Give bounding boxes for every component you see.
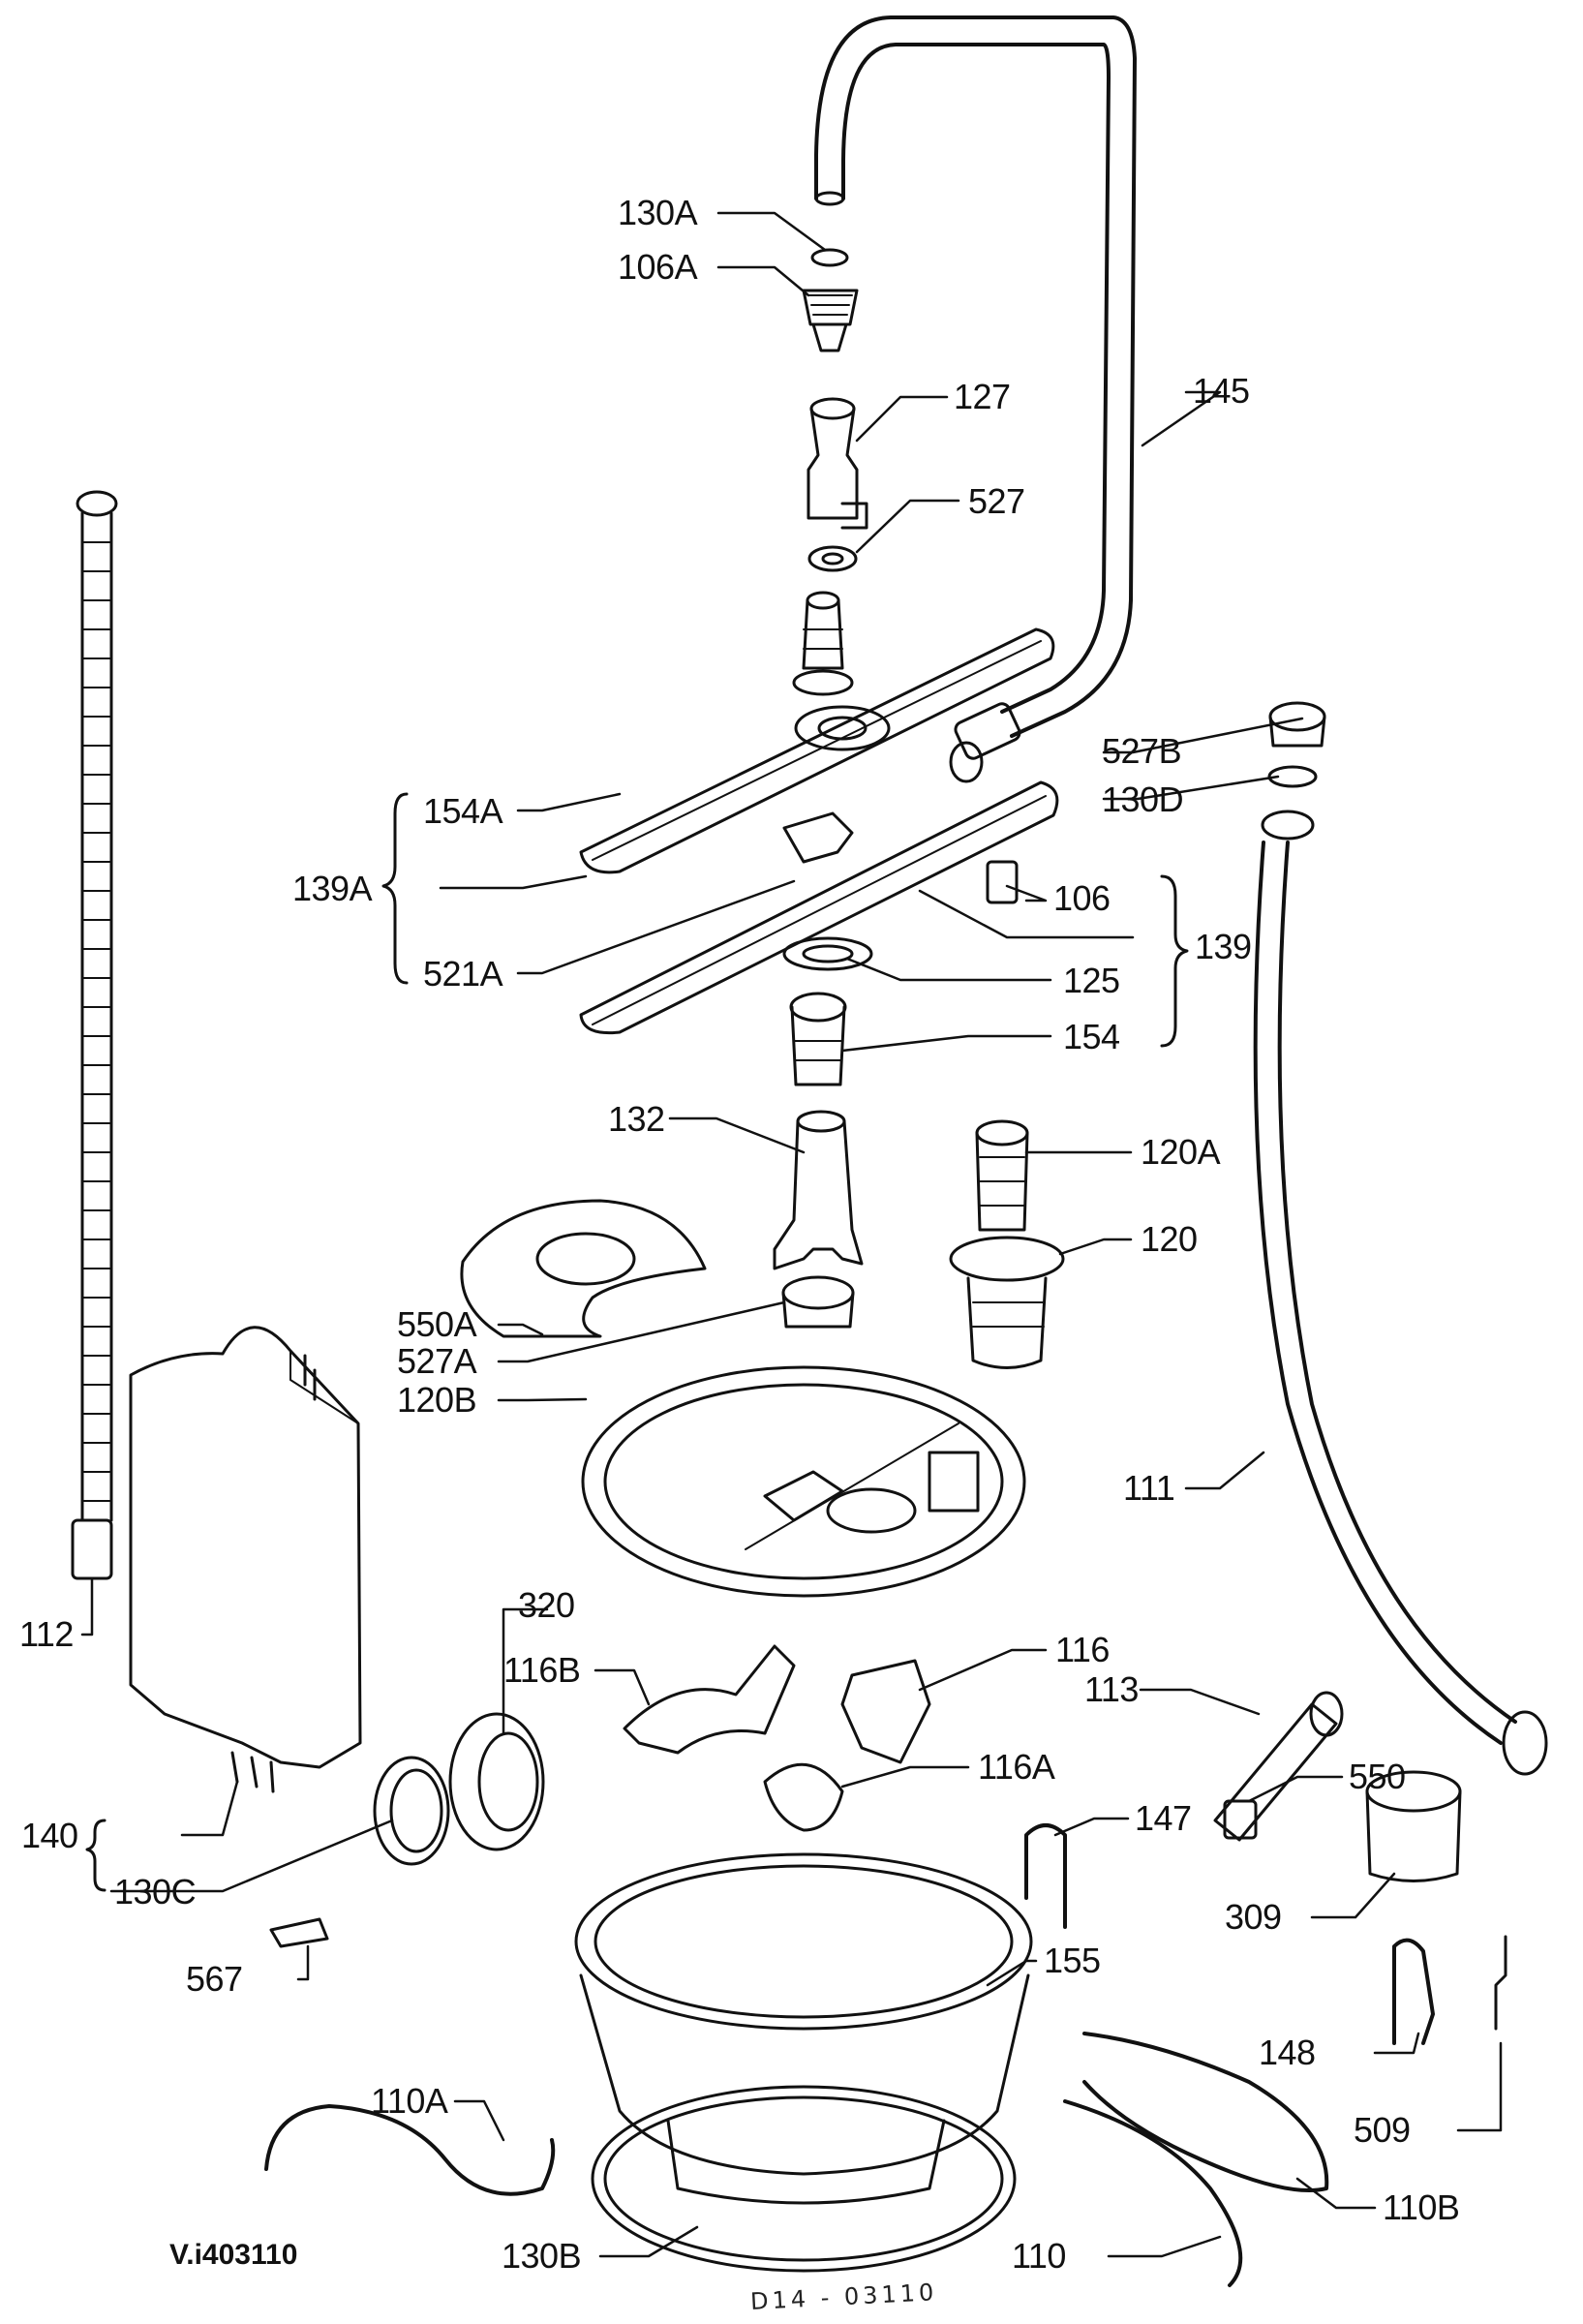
pump-cover-320 — [448, 1712, 545, 1851]
label-110b: 110B — [1383, 2187, 1460, 2227]
label-154a: 154A — [423, 791, 503, 831]
hub-154 — [789, 992, 847, 1086]
spray-arm-upper — [579, 627, 1055, 874]
bracket-140 — [85, 1819, 107, 1892]
pin-509 — [1494, 1935, 1507, 2031]
cable-110 — [1063, 2099, 1243, 2287]
label-130c: 130C — [114, 1872, 197, 1911]
bracket-139a — [381, 792, 409, 985]
clip-125 — [782, 936, 873, 971]
label-116b: 116B — [503, 1650, 581, 1690]
filter-113 — [1213, 1691, 1344, 1842]
label-120: 120 — [1141, 1219, 1198, 1259]
label-127: 127 — [954, 377, 1011, 416]
coupling-127 — [807, 397, 868, 530]
clip-147 — [1024, 1823, 1067, 1929]
sump-155 — [574, 1852, 1033, 2205]
ring-527a — [781, 1275, 855, 1329]
elbow-116 — [840, 1659, 931, 1764]
cable-110b — [1082, 2032, 1329, 2192]
label-112: 112 — [19, 1614, 74, 1654]
label-139a: 139A — [292, 869, 373, 908]
label-154: 154 — [1063, 1017, 1120, 1056]
label-521a: 521A — [423, 954, 503, 994]
label-111: 111 — [1123, 1468, 1175, 1508]
diagram-reference: V.i403110 — [169, 2239, 298, 2271]
label-116: 116 — [1055, 1630, 1110, 1669]
label-139: 139 — [1195, 927, 1252, 966]
nozzle-106a — [802, 289, 859, 352]
cable-110a — [264, 2104, 556, 2196]
filter-120a — [975, 1119, 1029, 1232]
label-527a: 527A — [397, 1341, 477, 1381]
label-130d: 130D — [1102, 780, 1184, 819]
label-509: 509 — [1354, 2110, 1411, 2150]
filter-120 — [949, 1236, 1065, 1369]
label-113: 113 — [1084, 1669, 1139, 1709]
strainer-plate-120b — [581, 1365, 1026, 1598]
filter-plate-550a — [460, 1199, 707, 1338]
hub-154a — [792, 591, 854, 696]
clip-148 — [1392, 1938, 1435, 2045]
softener-140 — [129, 1326, 362, 1793]
gasket-130b — [591, 2085, 1017, 2273]
leader-lines — [80, 211, 1503, 2258]
label-550: 550 — [1349, 1757, 1406, 1796]
label-527: 527 — [968, 481, 1025, 521]
spray-arm-lower — [579, 780, 1059, 1035]
label-116a: 116A — [978, 1747, 1055, 1787]
supply-tube-145 — [814, 15, 1137, 783]
label-120a: 120A — [1141, 1132, 1221, 1172]
label-106a: 106A — [618, 247, 698, 287]
label-147: 147 — [1135, 1798, 1192, 1838]
block-550 — [1223, 1799, 1258, 1840]
nozzle-106 — [986, 860, 1019, 904]
clip-567 — [269, 1917, 329, 1948]
hose-111 — [1253, 810, 1548, 1776]
cap-116a — [763, 1762, 844, 1832]
washer-130d — [1267, 765, 1318, 788]
label-148: 148 — [1259, 2033, 1316, 2072]
connector-527b — [1268, 701, 1326, 748]
label-550a: 550A — [397, 1304, 477, 1344]
label-130a: 130A — [618, 193, 698, 232]
o-ring-130a — [810, 248, 849, 267]
label-567: 567 — [186, 1959, 243, 1999]
gasket-130c — [373, 1756, 450, 1866]
label-132: 132 — [608, 1099, 665, 1139]
elbow-116b — [623, 1644, 796, 1755]
label-140: 140 — [21, 1816, 78, 1855]
label-130b: 130B — [502, 2236, 582, 2276]
pipe-132 — [773, 1110, 864, 1270]
label-110a: 110A — [371, 2081, 448, 2121]
label-106: 106 — [1053, 878, 1111, 918]
label-155: 155 — [1044, 1941, 1101, 1980]
label-320: 320 — [518, 1585, 575, 1625]
label-110: 110 — [1012, 2236, 1066, 2276]
label-120b: 120B — [397, 1380, 477, 1420]
bracket-139 — [1160, 874, 1189, 1048]
label-527b: 527B — [1102, 731, 1182, 771]
ring-527 — [807, 545, 858, 572]
label-309: 309 — [1225, 1897, 1282, 1937]
hose-112 — [71, 490, 118, 1580]
cap-309 — [1365, 1770, 1462, 1882]
label-125: 125 — [1063, 961, 1120, 1000]
label-145: 145 — [1193, 371, 1250, 411]
